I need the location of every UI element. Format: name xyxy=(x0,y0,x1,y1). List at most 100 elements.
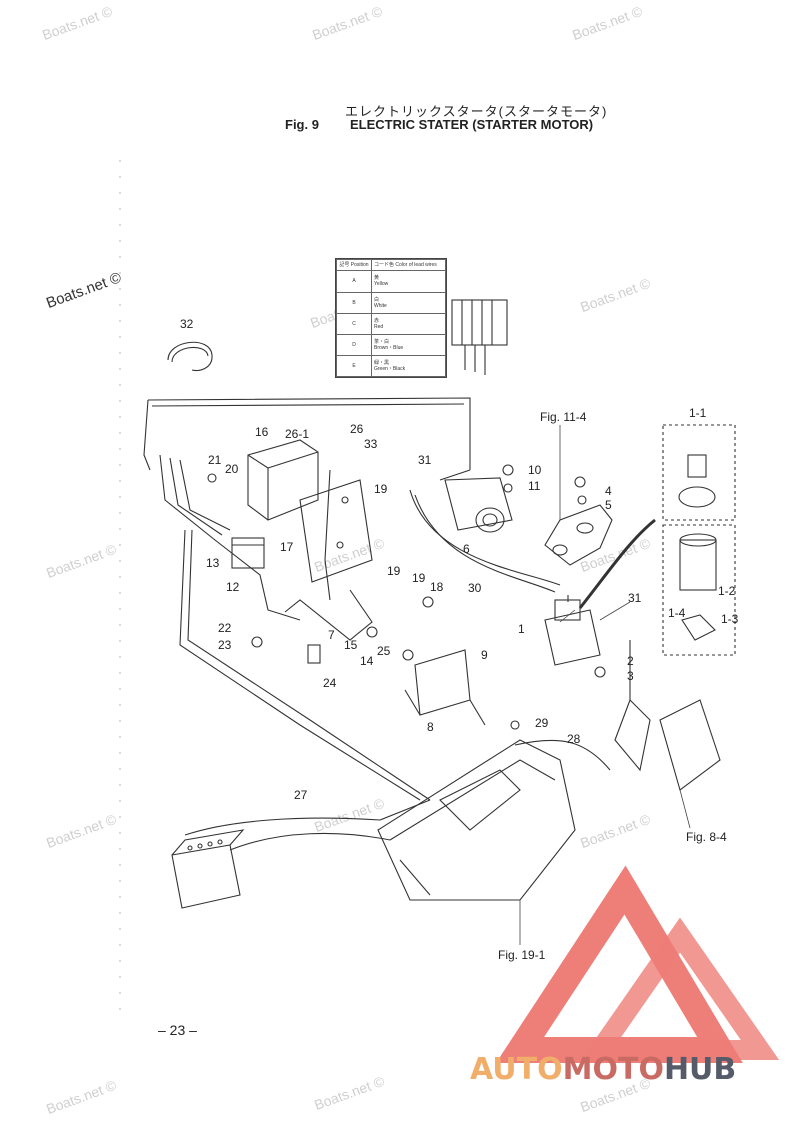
callout-2: 2 xyxy=(627,654,634,668)
page-number: – 23 – xyxy=(158,1022,197,1038)
tiller-switch-part xyxy=(614,640,721,791)
callout-14: 14 xyxy=(360,654,374,668)
callout-20: 20 xyxy=(225,462,239,476)
color-en: White xyxy=(374,302,387,309)
callout-11: 11 xyxy=(528,479,541,493)
callout-27: 27 xyxy=(294,788,308,802)
callout-31b: 31 xyxy=(628,591,642,605)
table-header-row: 記号 Position コード色 Color of lead wires xyxy=(336,258,446,272)
page-title: ELECTRIC STATER (STARTER MOTOR) xyxy=(350,117,594,132)
color-jp: 茶・白 xyxy=(374,338,390,345)
bolt-part xyxy=(402,649,414,661)
battery-cable-part xyxy=(514,739,611,771)
bracket-part xyxy=(284,479,373,641)
callout-24: 24 xyxy=(323,676,337,690)
leader-lines xyxy=(519,425,691,945)
washer-part xyxy=(577,495,587,505)
rectifier-part xyxy=(451,299,508,375)
callout-4: 4 xyxy=(605,484,612,498)
battery-part xyxy=(171,799,431,909)
figure-number: Fig. 9 xyxy=(285,117,319,132)
callout-8: 8 xyxy=(427,720,434,734)
ignition-coil-part xyxy=(231,537,265,569)
callout-9: 9 xyxy=(481,648,488,662)
automotohub-logo: AUTOMOTOHUB xyxy=(470,1052,736,1087)
callout-1: 1 xyxy=(518,622,525,636)
callout-1-4: 1-4 xyxy=(668,606,686,620)
table-header-color: コード色 Color of lead wires xyxy=(371,258,446,272)
logo-part-moto: MOTO xyxy=(562,1052,664,1087)
callout-30: 30 xyxy=(468,581,482,595)
wire-color-table: 記号 Position コード色 Color of lead wires A 黄… xyxy=(335,258,447,378)
callout-7: 7 xyxy=(328,628,335,642)
callout-33: 33 xyxy=(364,437,378,451)
callout-17: 17 xyxy=(280,540,294,554)
callout-29: 29 xyxy=(535,716,549,730)
callout-28: 28 xyxy=(567,732,581,746)
callout-1-1: 1-1 xyxy=(689,406,707,420)
callout-1-3: 1-3 xyxy=(721,612,739,626)
automotohub-logo-mark xyxy=(495,865,780,1063)
color-en: Green・Black xyxy=(374,365,406,372)
callout-25: 25 xyxy=(377,644,391,658)
callout-26-1: 26-1 xyxy=(285,427,310,441)
collar-part xyxy=(307,644,321,664)
snap-ring-part xyxy=(167,341,213,372)
callout-15: 15 xyxy=(344,638,358,652)
starter-motor-part xyxy=(544,518,656,666)
bolt-part xyxy=(594,666,606,678)
color-en: Brown・Blue xyxy=(374,344,404,351)
color-jp: 緑・黒 xyxy=(374,359,390,366)
starter-detail-box xyxy=(662,424,736,656)
starter-detail-part xyxy=(678,454,717,641)
callout-26: 26 xyxy=(350,422,364,436)
callout-3: 3 xyxy=(627,669,634,683)
callout-19b: 19 xyxy=(387,564,401,578)
bolt-part xyxy=(251,636,263,648)
callout-23: 23 xyxy=(218,638,232,652)
starter-solenoid-part xyxy=(444,477,513,533)
figure-ref-19-1: Fig. 19-1 xyxy=(498,948,546,962)
nut-part xyxy=(366,626,378,638)
mount-bracket-part xyxy=(544,504,613,566)
figure-ref-11-4: Fig. 11-4 xyxy=(540,410,587,424)
nut-part xyxy=(502,464,514,476)
callout-21: 21 xyxy=(208,453,222,467)
mount-bracket-lower-part xyxy=(404,649,486,726)
title-japanese: エレクトリックスタータ(スタータモータ) xyxy=(345,104,608,119)
callout-18: 18 xyxy=(430,580,444,594)
figure-ref-8-4: Fig. 8-4 xyxy=(686,830,727,844)
callout-16: 16 xyxy=(255,425,269,439)
callout-31: 31 xyxy=(418,453,432,467)
color-en: Yellow xyxy=(374,281,389,288)
bolt-part xyxy=(422,596,434,608)
color-jp: 白 xyxy=(374,296,380,303)
engine-lower-cover xyxy=(377,739,576,901)
callout-19c: 19 xyxy=(412,571,426,585)
screw-part xyxy=(207,473,217,483)
color-jp: 黄 xyxy=(374,275,380,282)
callout-6: 6 xyxy=(463,542,470,556)
callout-19: 19 xyxy=(374,482,388,496)
callout-22: 22 xyxy=(218,621,232,635)
callout-12: 12 xyxy=(226,580,240,594)
washer-part xyxy=(503,483,513,493)
cdi-unit-part xyxy=(247,439,319,521)
nut-part xyxy=(574,476,586,488)
color-jp: 赤 xyxy=(374,317,380,324)
wiring-harness xyxy=(143,397,561,801)
color-en: Red xyxy=(374,323,384,330)
logo-part-auto: AUTO xyxy=(470,1052,563,1087)
logo-part-hub: HUB xyxy=(663,1052,737,1087)
callout-32: 32 xyxy=(180,317,194,331)
callout-13: 13 xyxy=(206,556,220,570)
screw-part xyxy=(510,720,520,730)
callout-5: 5 xyxy=(605,498,612,512)
callout-10: 10 xyxy=(528,463,542,477)
